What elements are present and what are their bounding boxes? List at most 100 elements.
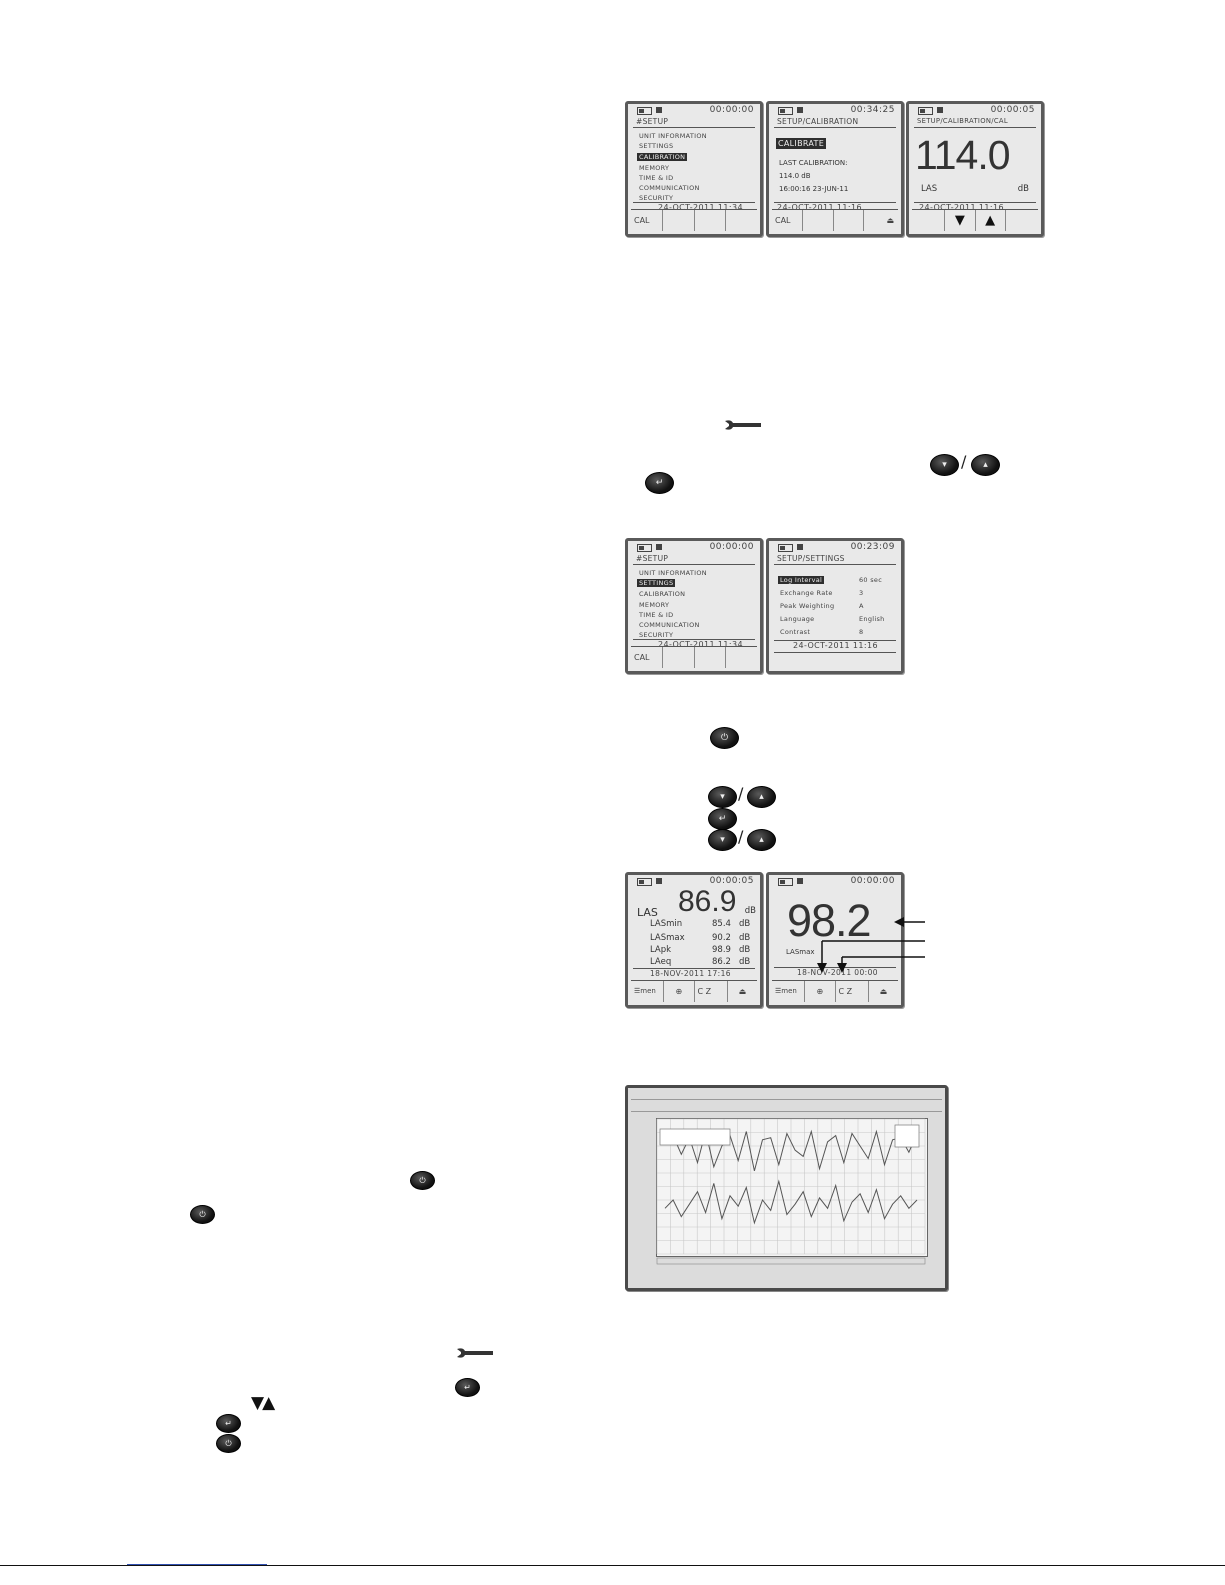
stat-unit: dB: [739, 945, 751, 955]
softkey-3[interactable]: [695, 210, 727, 231]
softkey-4[interactable]: [726, 210, 757, 231]
softkey-2[interactable]: [803, 210, 834, 231]
power-button-icon: ⏻: [710, 727, 739, 749]
setting-label[interactable]: Peak Weighting: [780, 602, 835, 610]
record-icon: [656, 544, 662, 550]
x-axis-strip: [656, 1257, 926, 1265]
date-time: 18-NOV-2011 17:16: [650, 969, 731, 978]
main-label: LAS: [637, 906, 658, 919]
softkey-3[interactable]: [834, 210, 865, 231]
softkey-2[interactable]: [663, 647, 695, 668]
softkey-2[interactable]: [663, 210, 695, 231]
wrench-icon: [457, 1348, 493, 1358]
setting-label[interactable]: Language: [780, 615, 815, 623]
chart-annotation-box: [659, 1128, 731, 1146]
softkey-1[interactable]: CAL: [631, 210, 663, 231]
softkey-1[interactable]: CAL: [631, 647, 663, 668]
down-button-icon: ▾: [930, 454, 959, 476]
clock: 00:00:05: [709, 876, 754, 886]
menu-softkey[interactable]: ☰men: [772, 981, 806, 1002]
record-softkey[interactable]: ⊕: [664, 981, 695, 1002]
softkey-4[interactable]: [726, 647, 757, 668]
stat-unit: dB: [739, 957, 751, 967]
date-time: 18-NOV-2011 00:00: [797, 968, 878, 977]
up-arrow-key[interactable]: ▲: [976, 210, 1006, 231]
eject-softkey[interactable]: ⏏: [879, 987, 888, 996]
battery-icon: [778, 107, 793, 115]
setting-label-selected[interactable]: Log Interval: [778, 576, 825, 584]
softkey-1[interactable]: [912, 210, 946, 231]
toolbar: [631, 1101, 942, 1112]
screen-title: #SETUP: [636, 554, 669, 563]
menu-item[interactable]: TIME & ID: [639, 611, 674, 619]
setting-value: 60 sec: [859, 576, 883, 584]
series-line-2: [664, 1179, 918, 1225]
power-button-icon: ⏻: [410, 1171, 435, 1190]
down-arrow-key[interactable]: ▼: [945, 210, 976, 231]
slash-separator: /: [961, 452, 967, 471]
date-time: 24-OCT-2011 11:16: [777, 203, 862, 212]
stat-label: LApk: [650, 945, 672, 955]
down-button-icon: ▾: [708, 829, 737, 851]
menu-item-selected[interactable]: CALIBRATION: [637, 153, 688, 161]
menu-softkey[interactable]: ☰men: [631, 981, 665, 1002]
stat-value: 86.2: [712, 957, 731, 967]
record-softkey[interactable]: ⊕: [805, 981, 836, 1002]
record-icon: [797, 544, 803, 550]
record-icon: [937, 107, 943, 113]
softkey-3[interactable]: [695, 647, 727, 668]
eject-softkey[interactable]: ⏏: [738, 987, 747, 996]
lcd-setup-menu-settings: 00:00:00 #SETUP UNIT INFORMATION SETTING…: [625, 538, 763, 674]
menu-item-selected[interactable]: SETTINGS: [637, 579, 676, 587]
menu-item[interactable]: SECURITY: [639, 194, 674, 202]
setting-label[interactable]: Contrast: [780, 628, 811, 636]
menu-item[interactable]: CALIBRATION: [639, 590, 686, 598]
record-icon: [797, 107, 803, 113]
power-button-icon: ⏻: [216, 1434, 241, 1453]
battery-icon: [637, 544, 652, 552]
menu-bar: [631, 1092, 942, 1100]
setting-label[interactable]: Exchange Rate: [780, 589, 833, 597]
calibration-level: 114.0: [915, 132, 1011, 178]
enter-button-icon: ↵: [216, 1414, 241, 1433]
stat-value: 98.9: [712, 945, 731, 955]
softkey-1[interactable]: CAL: [772, 210, 803, 231]
softkey-4[interactable]: ⏏: [886, 216, 894, 225]
stat-unit: dB: [739, 933, 751, 943]
calibrate-option[interactable]: CALIBRATE: [776, 138, 827, 149]
clear-softkey[interactable]: C Z: [695, 981, 728, 1002]
clear-softkey[interactable]: C Z: [836, 981, 869, 1002]
menu-item[interactable]: TIME & ID: [639, 174, 674, 182]
level-chart: [656, 1118, 926, 1265]
down-up-arrows-icon: ▼▲: [251, 1393, 275, 1413]
battery-icon: [918, 107, 933, 115]
status-bar: 00:00:00: [628, 104, 760, 116]
battery-icon: [778, 878, 793, 886]
menu-item[interactable]: COMMUNICATION: [639, 621, 700, 629]
enter-button-icon: ↵: [645, 472, 674, 494]
menu-item[interactable]: SETTINGS: [639, 142, 674, 150]
setting-value: 8: [859, 628, 864, 636]
software-window: [625, 1085, 948, 1291]
menu-item[interactable]: UNIT INFORMATION: [639, 569, 707, 577]
setting-value: 3: [859, 589, 864, 597]
softkey-4[interactable]: [1006, 210, 1038, 231]
up-button-icon: ▴: [747, 786, 776, 808]
screen-title: #SETUP: [636, 117, 669, 126]
enter-button-icon: ↵: [708, 808, 737, 830]
slash-separator: /: [738, 784, 744, 803]
enter-button-icon: ↵: [455, 1378, 480, 1397]
footer-link[interactable]: [127, 1561, 267, 1565]
date-time: 24-OCT-2011 11:16: [919, 203, 1004, 212]
menu-item[interactable]: UNIT INFORMATION: [639, 132, 707, 140]
level-label: LASmax: [786, 948, 815, 956]
down-button-icon: ▾: [708, 786, 737, 808]
stat-value: 90.2: [712, 933, 731, 943]
menu-item[interactable]: MEMORY: [639, 601, 670, 609]
last-calibration-value: 114.0 dB: [779, 172, 811, 180]
record-icon: [797, 878, 803, 884]
menu-item[interactable]: SECURITY: [639, 631, 674, 639]
menu-item[interactable]: MEMORY: [639, 164, 670, 172]
menu-item[interactable]: COMMUNICATION: [639, 184, 700, 192]
lcd-calibrate-level: 00:00:05 SETUP/CALIBRATION/CAL 114.0 LAS…: [906, 101, 1044, 237]
